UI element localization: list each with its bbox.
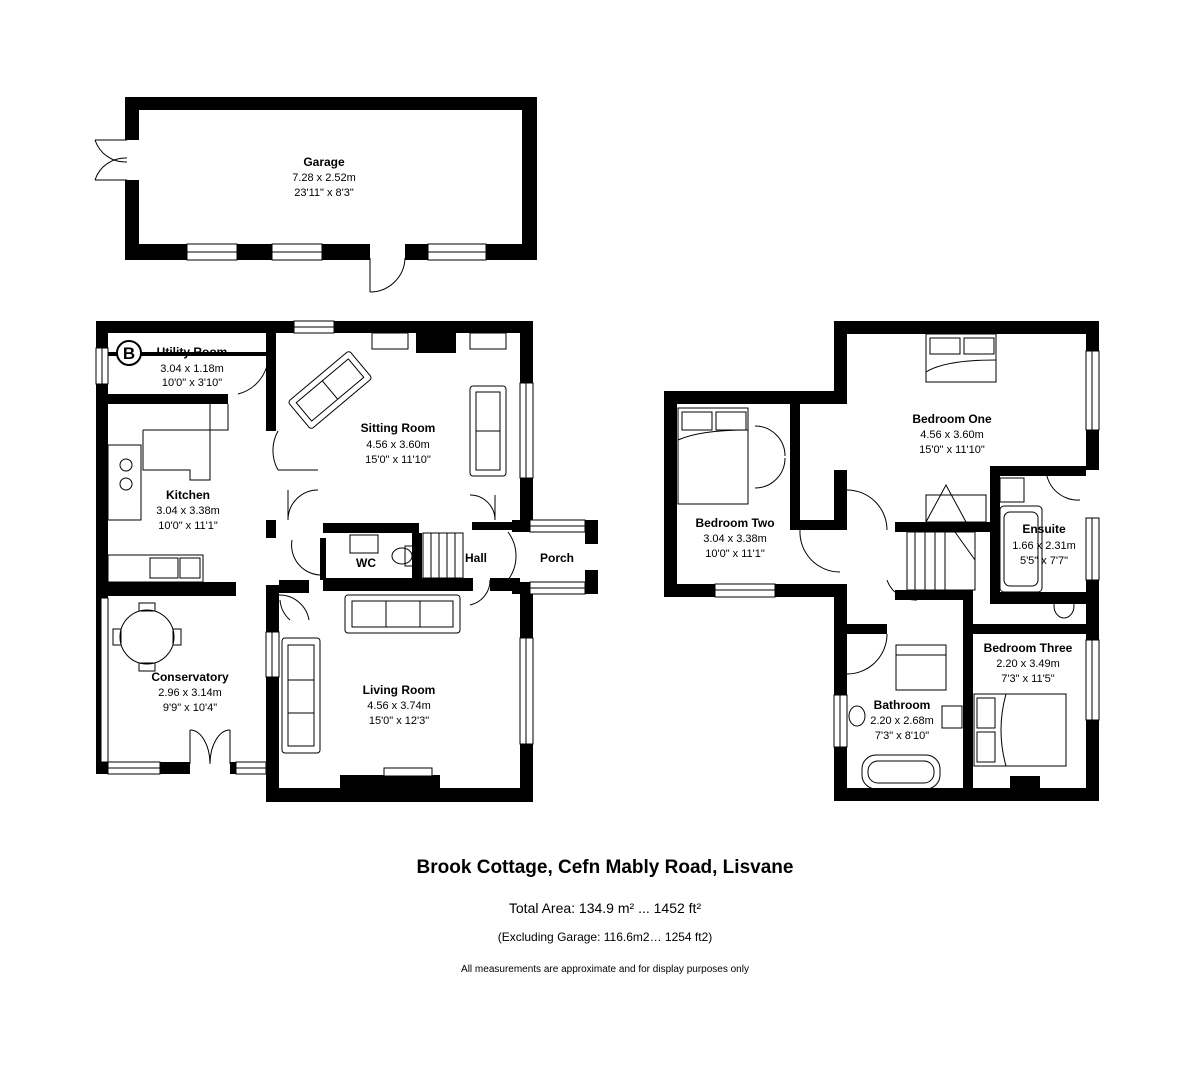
room-name: Porch [540, 551, 574, 565]
window-icon [293, 320, 335, 334]
window-icon [833, 694, 848, 748]
window-icon [107, 761, 161, 775]
sofa-icon [344, 594, 461, 634]
wardrobe-icon [754, 425, 987, 523]
window-icon [519, 637, 534, 745]
window-icon [529, 519, 586, 533]
room-dim-metric: 2.20 x 3.49m [996, 658, 1060, 670]
property-title: Brook Cottage, Cefn Mably Road, Lisvane [416, 857, 794, 878]
counter-icon [107, 404, 229, 583]
room-dim-imperial: 15'0" x 12'3" [369, 715, 429, 727]
room-dim-metric: 4.56 x 3.60m [920, 429, 984, 441]
double-door-icon [189, 729, 231, 765]
room-dim-imperial: 15'0" x 11'10" [919, 444, 985, 456]
disclaimer: All measurements are approximate and for… [461, 964, 749, 975]
window-icon [529, 581, 586, 595]
room-dim-metric: 3.04 x 3.38m [156, 505, 220, 517]
room-dim-metric: 3.04 x 1.18m [160, 363, 224, 375]
window-icon [519, 382, 534, 479]
window-icon [95, 347, 109, 385]
window-icon [1085, 350, 1100, 431]
boiler-icon [116, 340, 142, 366]
bed-icon [677, 407, 749, 505]
bed-icon [973, 693, 1067, 767]
window-icon [271, 243, 323, 261]
room-dim-imperial: 10'0" x 11'1" [705, 548, 765, 560]
room-name: Utility Room [157, 345, 228, 359]
total-area: Total Area: 134.9 m² ... 1452 ft² [508, 900, 702, 916]
bed-icon [925, 333, 997, 383]
ground-floor-plan: B [95, 320, 598, 802]
dining-table-icon [112, 602, 182, 672]
room-name: Kitchen [166, 488, 210, 502]
room-dim-metric: 2.96 x 3.14m [158, 687, 222, 699]
room-labels: Garage 7.28 x 2.52m 23'11" x 8'3" Utilit… [151, 155, 1075, 742]
window-icon [427, 243, 487, 261]
window-icon [235, 761, 267, 775]
window-icon [265, 631, 280, 678]
room-dim-metric: 3.04 x 3.38m [703, 533, 767, 545]
bath-icon [999, 477, 1075, 619]
room-dim-metric: 2.20 x 2.68m [870, 715, 934, 727]
room-name: Hall [465, 551, 487, 565]
bath-icon [848, 644, 963, 790]
room-name: Bedroom One [912, 412, 992, 426]
room-dim-imperial: 10'0" x 11'1" [158, 520, 218, 532]
garage-plan [94, 97, 537, 293]
floor-plan: B [94, 97, 1100, 802]
stairs-icon [422, 532, 464, 579]
room-dim-imperial: 15'0" x 11'10" [365, 454, 431, 466]
first-floor-plan [664, 321, 1100, 801]
excluding-garage-area: (Excluding Garage: 116.6m2… 1254 ft2) [497, 930, 713, 944]
room-dim-metric: 4.56 x 3.60m [366, 439, 430, 451]
door-icon [369, 257, 406, 293]
boiler-symbol: B [123, 344, 135, 363]
sofa-icon [288, 351, 372, 429]
room-dim-imperial: 7'3" x 8'10" [875, 730, 929, 742]
window-icon [100, 597, 109, 763]
room-dim-imperial: 23'11" x 8'3" [294, 187, 354, 199]
door-icon [237, 359, 517, 621]
toilet-icon [349, 534, 414, 567]
room-dim-imperial: 7'3" x 11'5" [1001, 673, 1054, 685]
stairs-icon [906, 531, 976, 591]
room-dim-imperial: 10'0" x 3'10" [162, 377, 222, 389]
sofa-icon [469, 385, 507, 477]
room-dim-metric: 7.28 x 2.52m [292, 172, 356, 184]
room-name: Bedroom Two [695, 516, 774, 530]
room-name: Bedroom Three [984, 641, 1073, 655]
room-name: Conservatory [151, 670, 229, 684]
room-name: Garage [303, 155, 345, 169]
room-name: Bathroom [874, 698, 931, 712]
room-dim-imperial: 5'5" x 7'7" [1020, 555, 1068, 567]
room-dim-imperial: 9'9" x 10'4" [163, 702, 217, 714]
room-name: Sitting Room [361, 421, 436, 435]
door-icon [799, 465, 1081, 675]
room-name: Ensuite [1022, 522, 1066, 536]
room-name: Living Room [363, 683, 436, 697]
room-dim-metric: 1.66 x 2.31m [1012, 540, 1076, 552]
window-icon [1085, 517, 1100, 581]
window-icon [186, 243, 238, 261]
room-dim-metric: 4.56 x 3.74m [367, 700, 431, 712]
sofa-icon [281, 637, 321, 754]
window-icon [714, 583, 776, 598]
room-name: WC [356, 556, 376, 570]
double-door-icon [94, 139, 128, 181]
window-icon [1085, 639, 1100, 721]
